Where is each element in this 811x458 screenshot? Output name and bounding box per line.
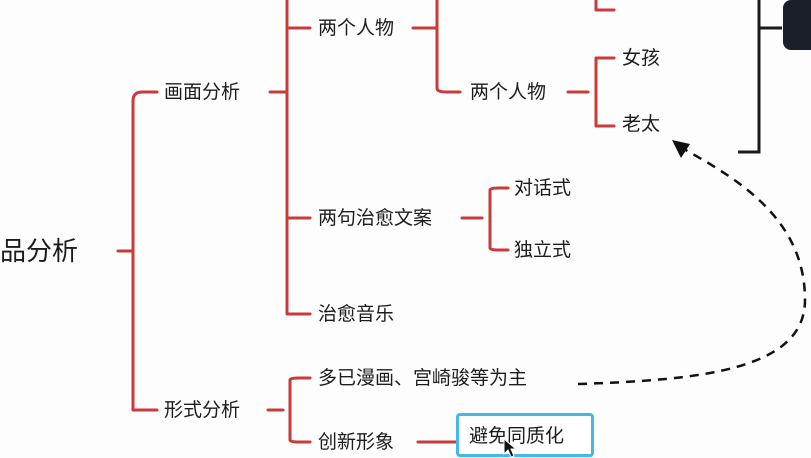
node-two-people-top: 两个人物 (318, 17, 395, 39)
selected-node-box[interactable]: 避免同质化 (456, 413, 594, 457)
edge-people-to-sub (411, 0, 462, 94)
dashed-arrow-head (672, 140, 690, 158)
dark-panel-corner (783, 0, 811, 50)
dashed-arrow (577, 146, 807, 386)
node-independent-style: 独立式 (514, 239, 572, 261)
edge-form-to-children (266, 376, 312, 444)
edge-visual-to-children (268, 0, 312, 316)
edge-copy-to-leaves (460, 186, 510, 252)
node-healing-music: 治愈音乐 (318, 303, 395, 325)
edge-cut-top (594, 0, 616, 12)
node-old-lady: 老太 (622, 113, 661, 135)
node-comics-miyazaki: 多已漫画、宫崎骏等为主 (318, 367, 528, 389)
node-dialogue-style: 对话式 (514, 177, 572, 199)
node-innovative-image: 创新形象 (318, 431, 395, 453)
node-healing-copywriting: 两句治愈文案 (318, 207, 433, 229)
node-girl: 女孩 (622, 47, 661, 69)
node-two-people-sub: 两个人物 (470, 81, 547, 103)
edge-root-to-branches (116, 90, 159, 412)
black-bracket (738, 0, 761, 154)
branch-form-analysis: 形式分析 (164, 399, 241, 421)
node-avoid-homogeneity[interactable]: 避免同质化 (469, 425, 565, 447)
root-node: 品分析 (0, 237, 79, 267)
branch-visual-analysis: 画面分析 (164, 81, 241, 103)
mouse-cursor-icon (503, 438, 517, 458)
edge-sub-to-leaves (566, 56, 616, 128)
